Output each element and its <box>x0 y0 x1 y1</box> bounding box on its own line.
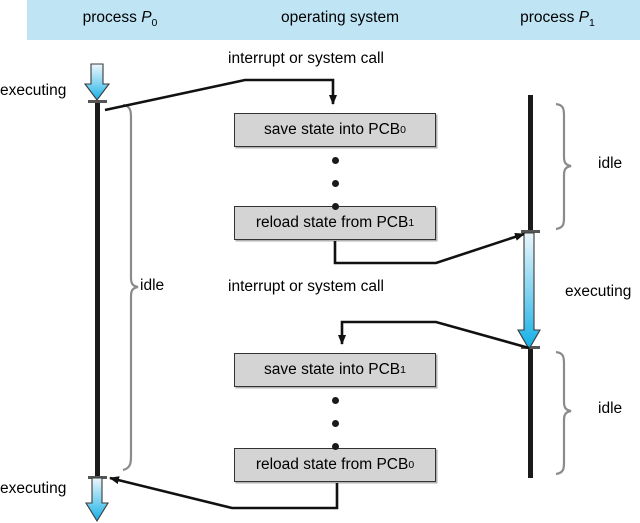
executing-arrow-p1 <box>517 232 541 351</box>
dot <box>332 203 339 210</box>
idle-label-p1-top: idle <box>598 155 623 172</box>
box-save-1-text: save state into PCB <box>264 361 401 378</box>
header-operating-system: operating system <box>240 9 440 27</box>
box-save-1-subscript: 1 <box>400 364 406 376</box>
timeline-p1-top <box>528 95 533 233</box>
tick-p1-top <box>521 230 540 233</box>
dot <box>332 180 339 187</box>
flow-p1-to-save1 <box>338 320 530 350</box>
brace-idle-p0 <box>122 103 139 472</box>
interrupt-caption-1: interrupt or system call <box>228 50 384 67</box>
interrupt-caption-2: interrupt or system call <box>228 278 384 295</box>
executing-label-p0-top: executing <box>0 82 67 99</box>
tick-p0-bottom <box>88 476 107 479</box>
idle-label-p0: idle <box>140 277 165 294</box>
box-reload-0-subscript: 0 <box>408 459 415 471</box>
brace-idle-p1-bottom <box>555 350 572 476</box>
header-os-text: operating system <box>280 9 400 26</box>
box-reload-1-text: reload state from PCB <box>255 214 409 231</box>
header-p0-subscript: 0 <box>151 17 158 30</box>
dot <box>332 397 339 404</box>
header-process-p0: process P0 <box>40 9 200 29</box>
header-p1-text: process <box>520 9 579 26</box>
flow-reload0-to-p0 <box>109 476 339 510</box>
ellipsis-dots-1 <box>332 157 340 226</box>
executing-arrow-p0-bottom <box>85 477 109 523</box>
box-save-0-text: save state into PCB <box>264 121 401 138</box>
executing-label-p0-bottom: executing <box>0 480 67 497</box>
box-save-0-subscript: 0 <box>400 124 406 136</box>
idle-label-p1-bottom: idle <box>598 400 623 417</box>
header-p0-text: process <box>82 9 142 26</box>
header-p1-subscript: 1 <box>589 17 595 30</box>
flow-p0-to-save0 <box>104 78 337 112</box>
header-process-p1: process P1 <box>480 9 635 29</box>
executing-arrow-p0-top <box>83 63 111 101</box>
dot <box>332 443 339 450</box>
box-reload-0-text: reload state from PCB <box>255 456 409 473</box>
header-p0-symbol: P <box>141 9 152 26</box>
timeline-p0 <box>95 102 100 476</box>
header-band <box>27 0 640 40</box>
header-p1-symbol: P <box>578 9 590 26</box>
ellipsis-dots-2 <box>332 397 340 466</box>
brace-idle-p1-top <box>555 102 572 231</box>
timeline-p1-bottom <box>528 348 533 478</box>
executing-label-p1: executing <box>565 283 632 300</box>
box-reload-1-subscript: 1 <box>408 217 415 229</box>
dot <box>332 157 339 164</box>
dot <box>332 420 339 427</box>
tick-p1-bottom <box>521 346 540 349</box>
tick-p0-top <box>88 100 107 103</box>
